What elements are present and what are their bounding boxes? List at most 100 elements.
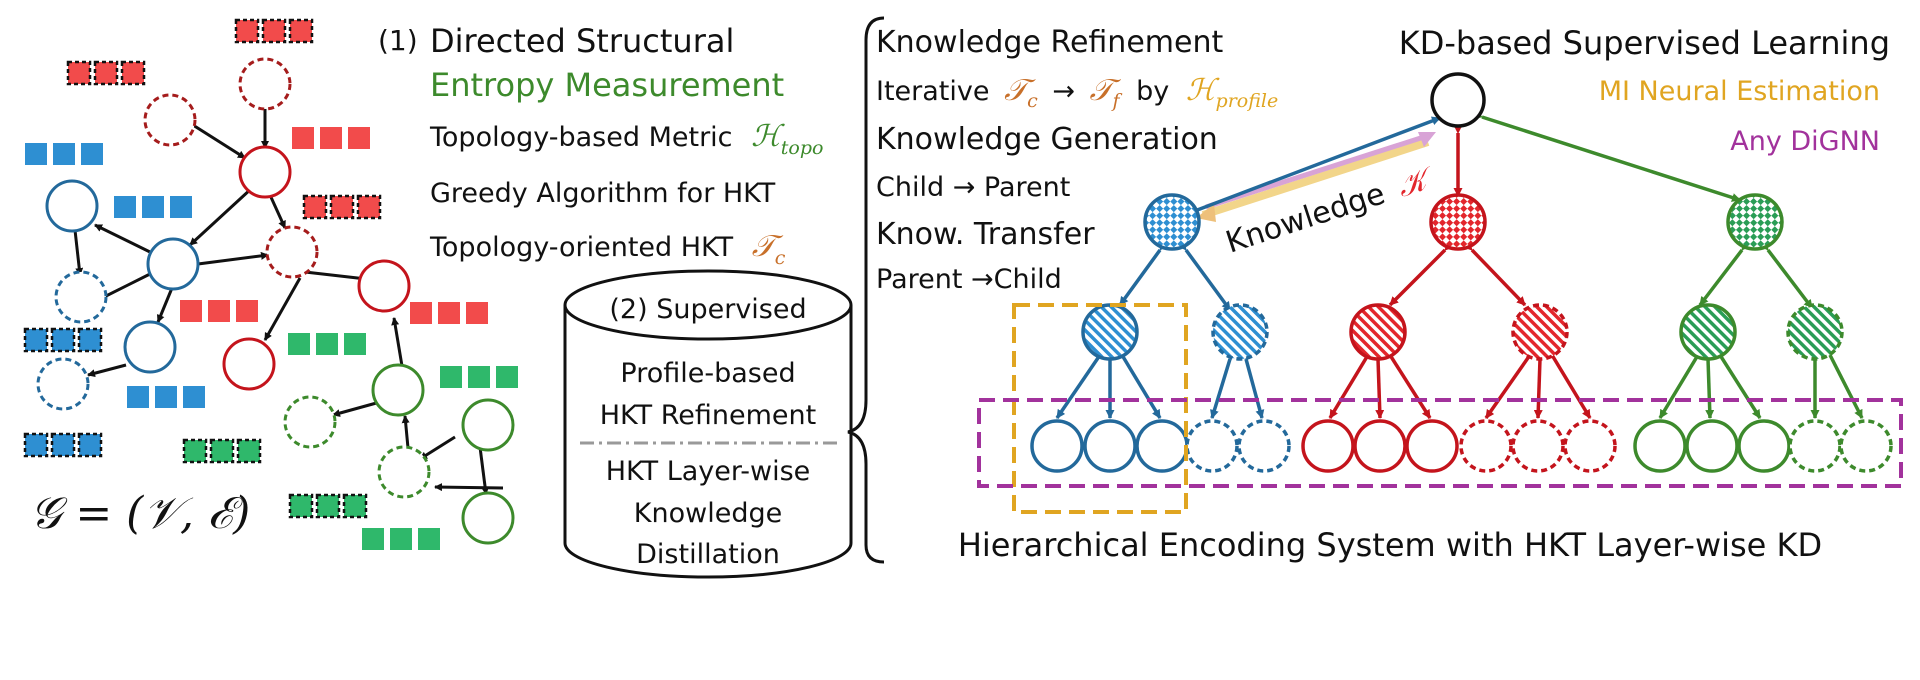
graph-node — [377, 445, 431, 499]
graph-formula: 𝒢 = (𝒱, ℰ) — [30, 488, 250, 539]
section2-line5: Distillation — [636, 539, 780, 570]
section1-title-line1: Directed Structural — [430, 22, 734, 60]
dignn-box — [977, 398, 1903, 488]
graph-node — [54, 270, 108, 324]
iter-arrow: → — [1052, 76, 1075, 107]
h-topo-subscript: topo — [781, 137, 824, 159]
graph-node — [143, 93, 197, 147]
leaf-node — [1737, 419, 1791, 473]
feature-vector — [410, 302, 488, 324]
leaf-node — [1237, 419, 1291, 473]
iter-by: by — [1136, 76, 1169, 107]
tree-node-blue — [1211, 303, 1269, 361]
refinement-title: Knowledge Refinement — [876, 25, 1223, 60]
graph-node — [371, 363, 425, 417]
section2-number: (2) — [609, 294, 647, 325]
topology-metric-text: Topology-based Metric — [429, 122, 733, 153]
graph-node — [222, 337, 276, 391]
feature-vector — [182, 438, 262, 464]
mi-estimation-box — [1012, 303, 1188, 514]
graph-node — [238, 145, 292, 199]
feature-vector — [288, 493, 368, 519]
tree-node-red — [1349, 303, 1407, 361]
graph-node — [461, 398, 515, 452]
tree-node-blue — [1081, 303, 1139, 361]
feature-vector — [114, 196, 192, 218]
root-node — [1430, 72, 1486, 128]
leaf-node — [1083, 419, 1137, 473]
leaf-node — [1185, 419, 1239, 473]
refinement-text: Knowledge Refinement Iterative 𝒯c → 𝒯f b… — [876, 25, 1278, 295]
tree-node-red — [1429, 193, 1487, 251]
leaf-node — [1839, 419, 1893, 473]
graph-node — [45, 179, 99, 233]
knowledge-text: Knowledge — [1222, 176, 1390, 260]
leaf-node — [1301, 419, 1355, 473]
iterative-text: Iterative — [876, 76, 989, 107]
section1-title-line2: Entropy Measurement — [430, 66, 784, 104]
feature-vector — [23, 327, 103, 353]
graph-node — [265, 225, 319, 279]
feature-vector — [302, 194, 382, 220]
iterative-line: Iterative 𝒯c → 𝒯f by ℋprofile — [876, 73, 1278, 114]
feature-vector — [66, 60, 146, 86]
topology-hkt-text: Topology-oriented HKT — [429, 232, 734, 263]
topology-hkt: Topology-oriented HKT 𝒯c — [429, 229, 786, 269]
transfer-title: Know. Transfer — [876, 217, 1095, 252]
leaf-node — [1030, 419, 1084, 473]
graph-node — [123, 320, 177, 374]
tree-node-green — [1679, 303, 1737, 361]
section1-number: (1) — [378, 24, 418, 57]
section1: (1) Directed Structural Entropy Measurem… — [378, 22, 823, 269]
iter-tf-sub: f — [1111, 90, 1123, 112]
input-graph: 𝒢 = (𝒱, ℰ) — [23, 18, 518, 550]
topology-metric: Topology-based Metric ℋtopo — [429, 119, 823, 159]
mi-label: MI Neural Estimation — [1599, 76, 1880, 107]
hierarchy: KD-based Supervised Learning MI Neural E… — [958, 24, 1903, 564]
graph-node — [36, 357, 90, 411]
tree-node-red — [1511, 303, 1569, 361]
iter-h-sub: profile — [1216, 90, 1279, 112]
feature-vector — [288, 333, 366, 355]
section2-line1: Profile-based — [620, 358, 795, 389]
generation-title: Knowledge Generation — [876, 122, 1218, 157]
parent-child: Parent →Child — [876, 264, 1062, 295]
tree-edges — [1055, 110, 1864, 420]
feature-vector — [25, 143, 103, 165]
leaf-node — [1135, 419, 1189, 473]
tree-node-green — [1786, 303, 1844, 361]
feature-vector — [292, 127, 370, 149]
feature-vector — [180, 300, 258, 322]
graph-node — [283, 395, 337, 449]
iter-h-symbol: ℋ — [1186, 73, 1220, 108]
section2-cylinder: (2) Supervised Profile-based HKT Refinem… — [563, 269, 853, 579]
greedy-algorithm: Greedy Algorithm for HKT — [430, 178, 776, 209]
leaf-node — [1563, 419, 1617, 473]
feature-vector — [23, 432, 103, 458]
tc-subscript: c — [775, 247, 786, 269]
feature-vector — [362, 528, 440, 550]
graph-node — [357, 259, 411, 313]
graph-node — [146, 237, 200, 291]
feature-vector — [127, 386, 205, 408]
graph-nodes — [36, 57, 515, 545]
leaf-node — [1353, 419, 1407, 473]
leaf-node — [1788, 419, 1842, 473]
tree-node-blue — [1143, 193, 1201, 251]
tree-node-green — [1726, 193, 1784, 251]
leaf-node — [1405, 419, 1459, 473]
leaf-node — [1633, 419, 1687, 473]
leaf-node — [1685, 419, 1739, 473]
leaf-node — [1459, 419, 1513, 473]
cylinder-top — [563, 269, 853, 341]
child-parent: Child → Parent — [876, 172, 1070, 203]
section2-header: (2) Supervised — [609, 294, 806, 325]
kd-title: KD-based Supervised Learning — [1399, 24, 1890, 62]
dignn-label: Any DiGNN — [1730, 126, 1880, 157]
leaf-nodes — [1030, 419, 1893, 473]
hierarchy-caption: Hierarchical Encoding System with HKT La… — [958, 526, 1822, 564]
graph-edges — [73, 100, 504, 495]
iter-tc-sub: c — [1027, 90, 1038, 112]
feature-vector — [234, 18, 314, 44]
